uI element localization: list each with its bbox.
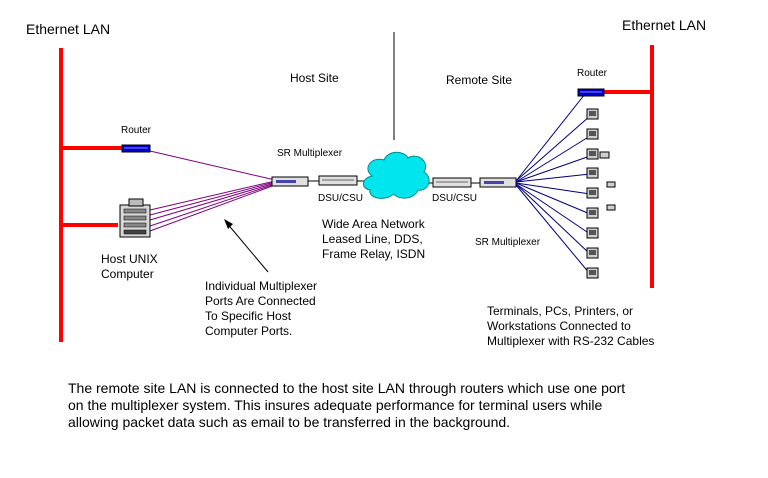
host-links — [149, 150, 276, 232]
ethernet-lan-right-label: Ethernet LAN — [622, 17, 707, 33]
wan-cloud — [363, 151, 430, 199]
remote-links — [515, 93, 591, 275]
right-ethernet-lan — [603, 45, 654, 288]
left-ethernet-lan — [59, 48, 122, 342]
sr-multiplexer-left-device — [271, 176, 309, 187]
router-left-label: Router — [121, 125, 152, 136]
ports-arrow — [224, 219, 269, 273]
router-right-device — [577, 88, 605, 97]
router-right-label: Router — [577, 68, 608, 79]
host-unix-label: Host UNIX Computer — [101, 252, 158, 281]
wan-label: Wide Area Network Leased Line, DDS, Fram… — [322, 217, 426, 261]
sr-multiplexer-right-device — [479, 177, 517, 188]
diagram-caption: The remote site LAN is connected to the … — [68, 380, 626, 430]
dsu-csu-left-label: DSU/CSU — [318, 193, 364, 204]
host-unix-computer — [119, 198, 151, 238]
sr-multiplexer-left-label: SR Multiplexer — [277, 148, 343, 159]
router-left-device — [121, 144, 151, 153]
terminals-note: Terminals, PCs, Printers, or Workstation… — [487, 304, 655, 348]
dsu-csu-right-label: DSU/CSU — [432, 193, 478, 204]
sr-multiplexer-right-label: SR Multiplexer — [475, 237, 541, 248]
dsu-csu-left-device — [318, 175, 358, 186]
terminal-icons — [586, 108, 616, 279]
host-site-label: Host Site — [290, 71, 339, 85]
remote-site-label: Remote Site — [446, 73, 513, 87]
ethernet-lan-left-label: Ethernet LAN — [26, 21, 111, 37]
dsu-csu-right-device — [432, 177, 472, 188]
ports-note: Individual Multiplexer Ports Are Connect… — [205, 279, 318, 338]
